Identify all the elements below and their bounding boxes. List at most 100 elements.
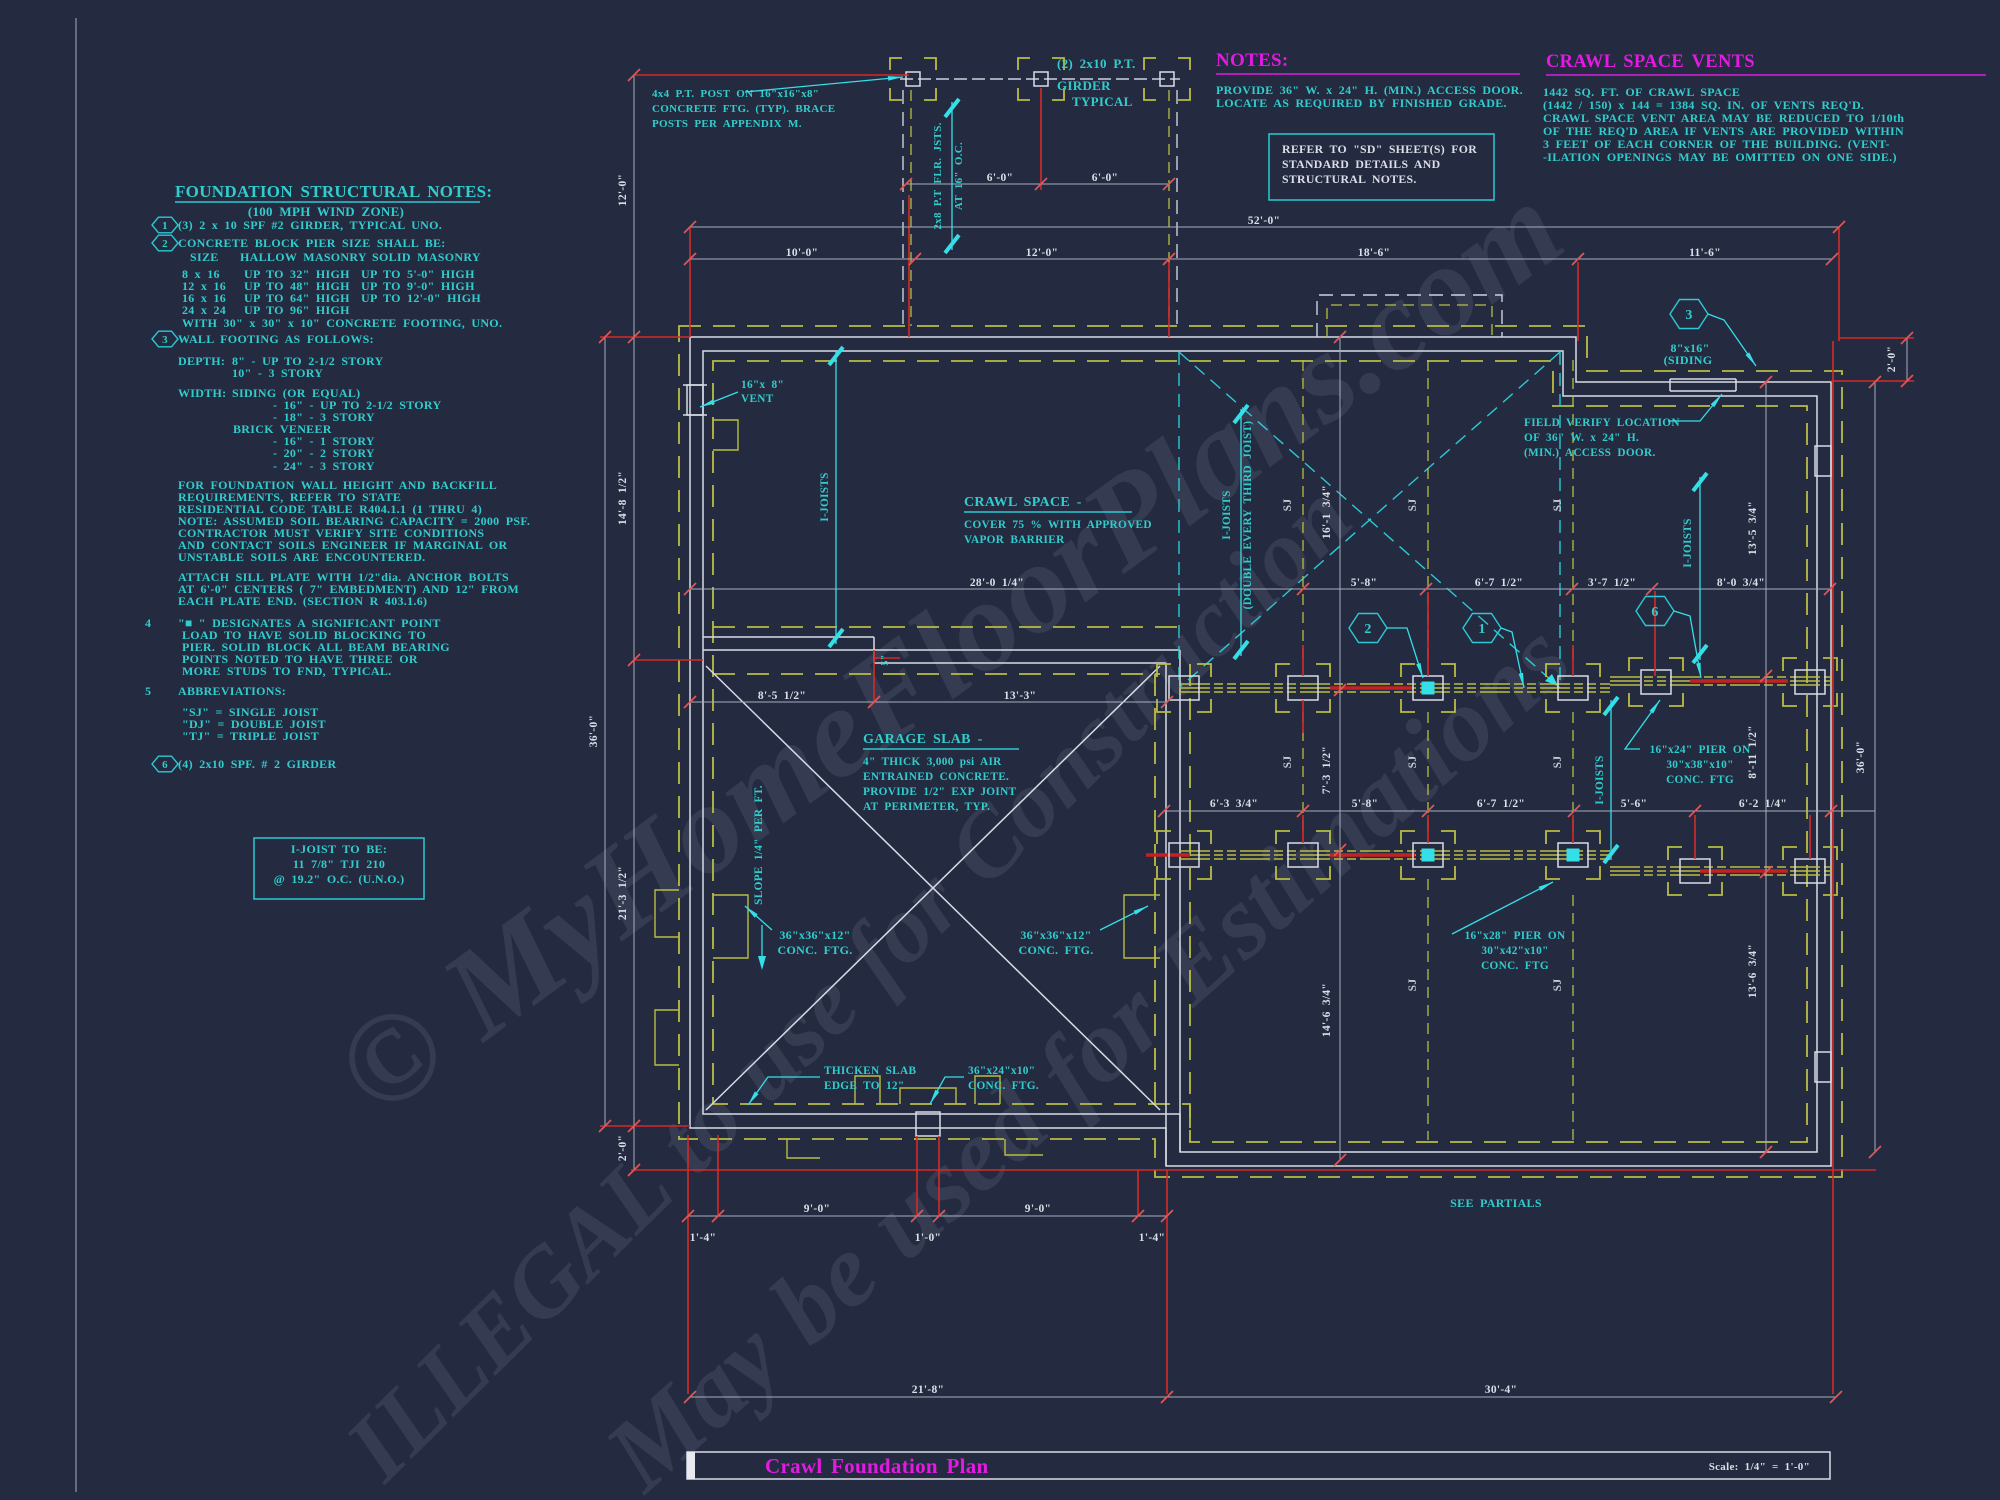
svg-text:6'-7 1/2": 6'-7 1/2" [1475, 577, 1523, 589]
svg-text:(4) 2x10 SPF. # 2 GIRDER: (4) 2x10 SPF. # 2 GIRDER [178, 757, 336, 771]
svg-text:5'-8": 5'-8" [1351, 577, 1377, 589]
svg-text:SJ: SJ [1282, 499, 1294, 512]
svg-text:1'-4": 1'-4" [1139, 1232, 1165, 1244]
svg-text:12 x 16: 12 x 16 [182, 279, 226, 293]
svg-text:CRAWL SPACE VENT AREA MAY BE R: CRAWL SPACE VENT AREA MAY BE REDUCED TO … [1543, 111, 1904, 125]
svg-text:11'-6": 11'-6" [1689, 247, 1721, 259]
svg-text:8"x16": 8"x16" [1670, 341, 1709, 355]
svg-text:CONCRETE FTG. (TYP). BRACE: CONCRETE FTG. (TYP). BRACE [652, 103, 835, 115]
svg-text:6'-2 1/4": 6'-2 1/4" [1739, 798, 1787, 810]
svg-text:REFER TO "SD" SHEET(S) FOR: REFER TO "SD" SHEET(S) FOR [1282, 142, 1477, 156]
svg-text:1'-0": 1'-0" [915, 1232, 941, 1244]
svg-text:- 20" - 2 STORY: - 20" - 2 STORY [273, 446, 375, 460]
svg-text:12'-0": 12'-0" [1026, 247, 1058, 259]
svg-text:REQUIREMENTS, REFER TO STATE: REQUIREMENTS, REFER TO STATE [178, 490, 401, 504]
svg-text:UP TO 12'-0" HIGH: UP TO 12'-0" HIGH [361, 291, 481, 305]
svg-text:1: 1 [162, 220, 168, 232]
svg-text:BRICK VENEER: BRICK VENEER [233, 422, 332, 436]
svg-text:CONC. FTG.: CONC. FTG. [778, 943, 853, 957]
svg-text:10'-0": 10'-0" [786, 247, 818, 259]
svg-text:13'-3": 13'-3" [1004, 690, 1036, 702]
svg-text:(DOUBLE EVERY THIRD JOIST): (DOUBLE EVERY THIRD JOIST) [1242, 421, 1254, 610]
svg-text:CRAWL SPACE VENTS: CRAWL SPACE VENTS [1546, 52, 1755, 72]
svg-text:THICKEN SLAB: THICKEN SLAB [824, 1065, 916, 1077]
svg-text:POINTS NOTED TO HAVE THREE OR: POINTS NOTED TO HAVE THREE OR [182, 652, 418, 666]
svg-text:FOUNDATION STRUCTURAL NOTES:: FOUNDATION STRUCTURAL NOTES: [175, 182, 492, 201]
svg-text:2: 2 [1364, 622, 1371, 637]
svg-text:"SJ" = SINGLE JOIST: "SJ" = SINGLE JOIST [182, 705, 319, 719]
svg-text:SEE PARTIALS: SEE PARTIALS [1450, 1196, 1542, 1210]
svg-text:3: 3 [162, 334, 168, 346]
svg-text:NOTES:: NOTES: [1216, 50, 1289, 71]
svg-text:GIRDER: GIRDER [1057, 78, 1111, 93]
svg-text:13'-5 3/4": 13'-5 3/4" [1747, 501, 1759, 555]
svg-text:(MIN.) ACCESS DOOR.: (MIN.) ACCESS DOOR. [1524, 447, 1656, 459]
svg-text:STRUCTURAL NOTES.: STRUCTURAL NOTES. [1282, 172, 1417, 186]
svg-text:WALL FOOTING AS FOLLOWS:: WALL FOOTING AS FOLLOWS: [178, 332, 374, 346]
svg-text:UP TO 5'-0" HIGH: UP TO 5'-0" HIGH [361, 267, 475, 281]
svg-text:UP TO 48" HIGH: UP TO 48" HIGH [244, 279, 350, 293]
svg-text:FOR FOUNDATION WALL HEIGHT AND: FOR FOUNDATION WALL HEIGHT AND BACKFILL [178, 478, 497, 492]
svg-text:TYPICAL: TYPICAL [1072, 94, 1133, 109]
svg-text:5: 5 [145, 684, 151, 698]
svg-text:21'-3 1/2": 21'-3 1/2" [617, 866, 629, 920]
svg-text:13'-6 3/4": 13'-6 3/4" [1747, 944, 1759, 998]
svg-text:2: 2 [162, 238, 168, 250]
svg-text:18'-6": 18'-6" [1358, 247, 1390, 259]
svg-text:11 7/8" TJI 210: 11 7/8" TJI 210 [293, 857, 385, 871]
svg-text:RESIDENTIAL CODE TABLE R404.1.: RESIDENTIAL CODE TABLE R404.1.1 (1 THRU … [178, 502, 482, 516]
svg-text:- 16" - 1 STORY: - 16" - 1 STORY [273, 434, 375, 448]
svg-text:14'-6 3/4": 14'-6 3/4" [1321, 983, 1333, 1037]
svg-text:16"x24" PIER ON: 16"x24" PIER ON [1650, 744, 1751, 756]
svg-text:28'-0 1/4": 28'-0 1/4" [970, 577, 1024, 589]
svg-text:SIDING (OR EQUAL): SIDING (OR EQUAL) [232, 386, 360, 400]
svg-text:UNSTABLE SOILS ARE ENCOUNTERED: UNSTABLE SOILS ARE ENCOUNTERED. [178, 550, 425, 564]
svg-text:CONC. FTG.: CONC. FTG. [1019, 943, 1094, 957]
svg-text:PIER. SOLID BLOCK ALL BEAM BEA: PIER. SOLID BLOCK ALL BEAM BEARING [182, 640, 450, 654]
svg-text:6'-7 1/2": 6'-7 1/2" [1477, 798, 1525, 810]
svg-text:AT 6'-0" CENTERS ( 7" EMBEDMEN: AT 6'-0" CENTERS ( 7" EMBEDMENT) AND 12"… [178, 582, 519, 596]
svg-text:"■ " DESIGNATES A SIGNIFICANT: "■ " DESIGNATES A SIGNIFICANT POINT [178, 616, 441, 630]
svg-text:UP TO 96" HIGH: UP TO 96" HIGH [244, 303, 350, 317]
svg-text:16"x28" PIER ON: 16"x28" PIER ON [1465, 930, 1566, 942]
svg-text:SJ: SJ [1552, 499, 1564, 512]
svg-text:COVER 75 % WITH APPROVED: COVER 75 % WITH APPROVED [964, 519, 1152, 531]
svg-text:52'-0": 52'-0" [1248, 215, 1280, 227]
svg-text:-ILATION OPENINGS MAY BE OMITT: -ILATION OPENINGS MAY BE OMITTED ON ONE … [1543, 150, 1897, 164]
svg-text:UP TO 64" HIGH: UP TO 64" HIGH [244, 291, 350, 305]
svg-text:Scale: 1/4" = 1'-0": Scale: 1/4" = 1'-0" [1709, 1461, 1810, 1473]
svg-text:5'-6": 5'-6" [1621, 798, 1647, 810]
svg-text:ATTACH SILL PLATE WITH 1/2"dia: ATTACH SILL PLATE WITH 1/2"dia. ANCHOR B… [178, 570, 509, 584]
svg-text:AT PERIMETER, TYP.: AT PERIMETER, TYP. [863, 801, 990, 813]
svg-text:36'-0": 36'-0" [1855, 741, 1867, 773]
svg-text:STANDARD DETAILS AND: STANDARD DETAILS AND [1282, 157, 1440, 171]
svg-text:I-JOIST TO BE:: I-JOIST TO BE: [291, 842, 387, 856]
svg-text:10" - 3 STORY: 10" - 3 STORY [232, 366, 323, 380]
svg-text:24 x 24: 24 x 24 [182, 303, 226, 317]
svg-text:UP TO 32" HIGH: UP TO 32" HIGH [244, 267, 350, 281]
svg-text:36"x36"x12": 36"x36"x12" [1020, 928, 1091, 942]
svg-text:16"x 8": 16"x 8" [741, 379, 784, 391]
svg-text:NOTE: ASSUMED SOIL BEARING CAP: NOTE: ASSUMED SOIL BEARING CAPACITY = 20… [178, 514, 530, 528]
svg-text:3: 3 [1685, 308, 1692, 323]
svg-text:- 24" - 3 STORY: - 24" - 3 STORY [273, 459, 375, 473]
svg-text:2'-0": 2'-0" [617, 1135, 629, 1161]
svg-text:30"x42"x10": 30"x42"x10" [1481, 945, 1548, 957]
svg-text:7'-3 1/2": 7'-3 1/2" [1321, 746, 1333, 794]
svg-text:I-JOISTS: I-JOISTS [1594, 755, 1606, 805]
svg-text:6'-0": 6'-0" [987, 172, 1013, 184]
svg-text:5'-8": 5'-8" [1352, 798, 1378, 810]
svg-text:6'-0": 6'-0" [1092, 172, 1118, 184]
svg-text:I-JOISTS: I-JOISTS [1682, 518, 1694, 568]
svg-text:21'-8": 21'-8" [912, 1384, 944, 1396]
svg-text:CONC. FTG.: CONC. FTG. [968, 1080, 1039, 1092]
svg-text:36"x36"x12": 36"x36"x12" [779, 928, 850, 942]
svg-text:2x8 P.T FLR. JSTS.: 2x8 P.T FLR. JSTS. [932, 122, 944, 229]
svg-text:"DJ" = DOUBLE JOIST: "DJ" = DOUBLE JOIST [182, 717, 326, 731]
svg-text:I-JOISTS: I-JOISTS [819, 472, 831, 522]
svg-text:30'-4": 30'-4" [1485, 1384, 1517, 1396]
svg-text:SJ: SJ [1552, 979, 1564, 992]
svg-text:4: 4 [145, 616, 151, 630]
svg-text:CONCRETE BLOCK PIER SIZE SHALL: CONCRETE BLOCK PIER SIZE SHALL BE: [178, 236, 446, 250]
svg-text:4x4 P.T. POST ON 16"x16"x8": 4x4 P.T. POST ON 16"x16"x8" [652, 88, 819, 100]
